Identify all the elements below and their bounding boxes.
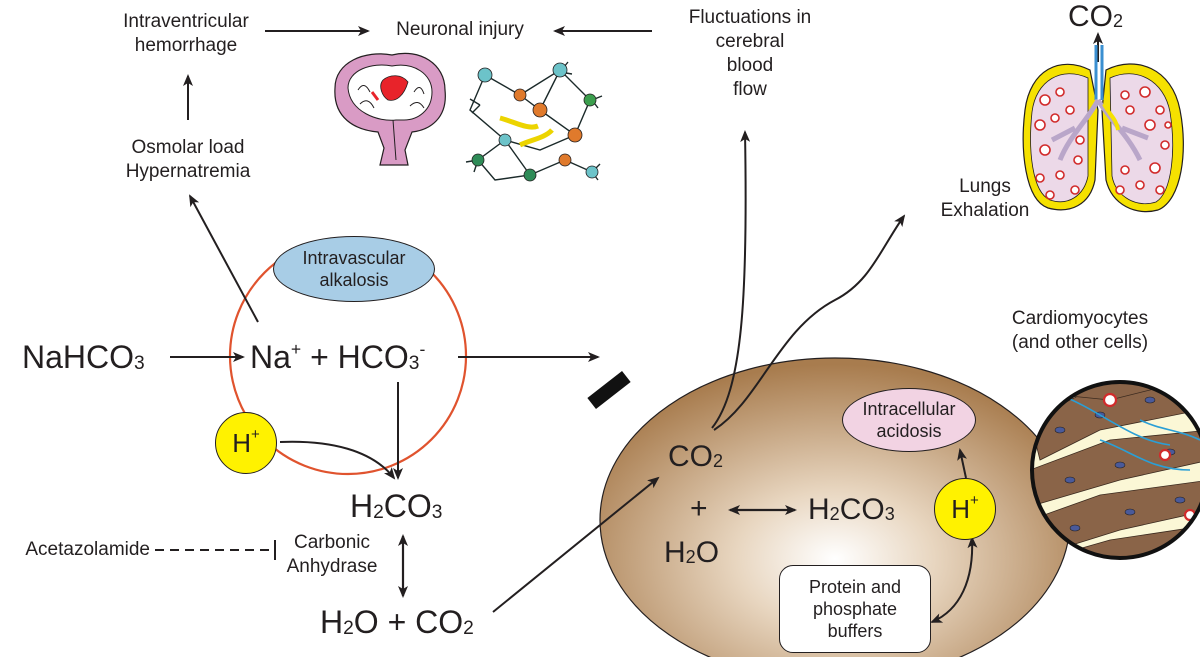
intracellular-acidosis-bubble: Intracellular acidosis — [842, 388, 976, 452]
protein-phosphate-buffers-box: Protein and phosphate buffers — [779, 565, 931, 653]
arrow-co2-to-fluctuations — [711, 130, 751, 429]
arrow-co2-into-cell — [492, 476, 660, 613]
hplus-extracellular: H+ — [215, 412, 277, 474]
label-cardiomyocytes: Cardiomyocytes (and other cells) — [1011, 308, 1149, 353]
intravascular-alkalosis-label: Intravascular alkalosis — [302, 248, 406, 290]
arrow-co2-to-lungs — [713, 214, 906, 431]
intracellular-acidosis-label: Intracellular acidosis — [862, 399, 956, 441]
co2-intracellular: CO2 — [668, 440, 724, 473]
nahco3-formula: NaHCO3 — [22, 339, 145, 375]
label-neuronal-injury: Neuronal injury — [396, 19, 524, 40]
brain-icon — [334, 52, 446, 166]
intravascular-alkalosis-bubble: Intravascular alkalosis — [273, 236, 435, 302]
plus-intracellular: + — [690, 492, 708, 525]
label-acetazolamide: Acetazolamide — [25, 539, 150, 560]
arrow-hplus-to-buffers — [930, 536, 978, 623]
label-carbonic-anhydrase: Carbonic Anhydrase — [286, 532, 378, 577]
neuron-cells — [471, 62, 599, 182]
label-lungs-exhalation: Lungs Exhalation — [940, 176, 1030, 221]
na-plus-hco3-formula: Na+ + HCO3- — [250, 338, 426, 375]
label-fluctuations-cerebral-blood-flow: Fluctuations in cerebral blood flow — [688, 7, 812, 100]
label-osmolar-load: Osmolar load Hypernatremia — [125, 137, 251, 182]
h2o-intracellular: H2O — [664, 536, 720, 569]
arrow-hplus-to-h2co3 — [279, 440, 396, 480]
h2o-plus-co2-formula: H2O + CO2 — [320, 604, 474, 640]
buffers-label: Protein and phosphate buffers — [808, 577, 902, 641]
h2co3-intracellular: H2CO3 — [808, 493, 895, 526]
lungs-co2-label: CO2 — [1068, 0, 1124, 33]
h2co3-extracellular: H2CO3 — [350, 488, 443, 524]
blocked-bar-icon — [587, 370, 631, 410]
cardiomyocytes-icon — [1030, 380, 1200, 560]
hplus-intracellular: H+ — [934, 478, 996, 540]
label-intraventricular-hemorrhage: Intraventricular hemorrhage — [123, 11, 249, 56]
arrow-hplus-to-acidosis — [957, 448, 967, 479]
arrow-na-to-osmolar — [189, 194, 259, 323]
alveoli — [1034, 86, 1172, 200]
